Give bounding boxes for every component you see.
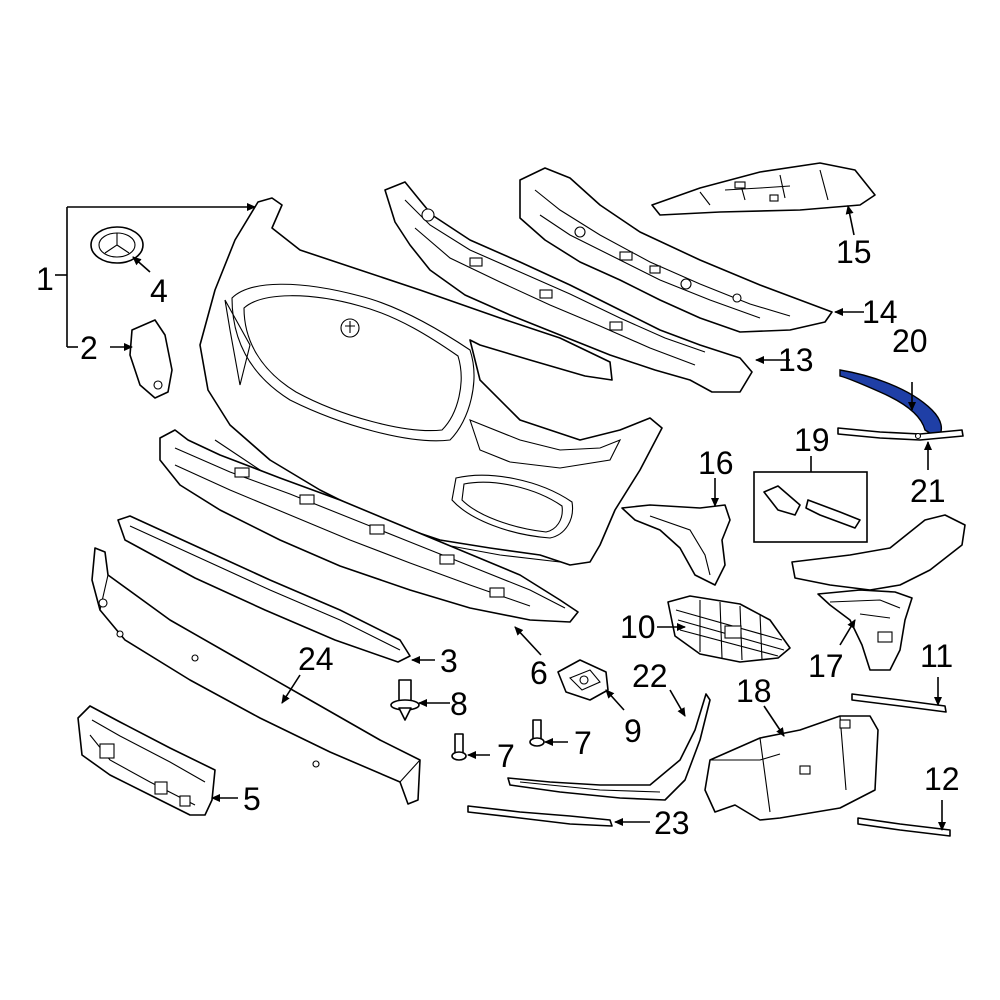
callout-15: 15 — [836, 234, 872, 270]
callout-12: 12 — [924, 761, 960, 797]
part-16-bracket[interactable] — [621, 504, 731, 586]
callout-14: 14 — [862, 294, 898, 330]
part-10-fog-grille[interactable] — [667, 595, 791, 663]
part-13-absorber[interactable] — [384, 181, 753, 393]
part-12-strip[interactable] — [857, 817, 951, 837]
callout-7a: 7 — [497, 738, 515, 774]
part-3-lower-strip[interactable] — [117, 515, 411, 663]
callout-2: 2 — [80, 330, 98, 366]
callout-5: 5 — [243, 781, 261, 817]
callout-9: 9 — [624, 713, 642, 749]
callout-16: 16 — [698, 445, 734, 481]
callout-11: 11 — [920, 638, 953, 674]
leader-lines — [110, 205, 946, 831]
part-19-inset[interactable] — [753, 471, 868, 543]
callout-3: 3 — [440, 643, 458, 679]
callout-24: 24 — [298, 641, 334, 677]
group-bracket-1 — [55, 203, 256, 348]
part-22-molding[interactable] — [507, 693, 711, 801]
part-20-trim-highlighted[interactable] — [839, 369, 943, 439]
callout-18: 18 — [736, 673, 772, 709]
part-1-bumper-cover[interactable] — [199, 197, 663, 566]
callout-19: 19 — [794, 422, 830, 458]
part-21-strip[interactable] — [837, 427, 964, 441]
part-7-screw[interactable] — [451, 733, 467, 761]
part-11-strip[interactable] — [851, 693, 947, 713]
callout-13: 13 — [778, 342, 814, 378]
part-6-lower-spoiler[interactable] — [159, 429, 579, 623]
part-17-side-bracket[interactable] — [791, 514, 966, 671]
callout-23: 23 — [654, 805, 690, 841]
part-8-fastener[interactable] — [390, 679, 420, 721]
callout-21: 21 — [910, 473, 946, 509]
callout-6: 6 — [530, 655, 548, 691]
part-18-support[interactable] — [704, 715, 879, 821]
callout-4: 4 — [150, 273, 168, 309]
part-15-cover[interactable] — [651, 162, 876, 216]
callout-1: 1 — [36, 261, 54, 297]
callout-8: 8 — [450, 686, 468, 722]
part-4-emblem[interactable] — [90, 226, 144, 264]
part-2-tow-cover[interactable] — [129, 319, 173, 399]
callout-7b: 7 — [574, 725, 592, 761]
part-5-plate-bracket[interactable] — [77, 705, 216, 816]
part-14-carrier[interactable] — [519, 167, 833, 333]
callout-17: 17 — [808, 648, 844, 684]
part-24-impact-bar[interactable] — [91, 547, 421, 805]
part-23-strip[interactable] — [467, 805, 613, 827]
callout-10: 10 — [620, 609, 656, 645]
callout-labels: 1 2 3 4 5 6 7 7 8 9 10 11 12 13 14 15 16… — [36, 234, 960, 841]
callout-22: 22 — [632, 658, 668, 694]
callout-20: 20 — [892, 323, 928, 359]
part-9-clip[interactable] — [557, 659, 609, 701]
part-7-screw-2[interactable] — [529, 719, 545, 747]
